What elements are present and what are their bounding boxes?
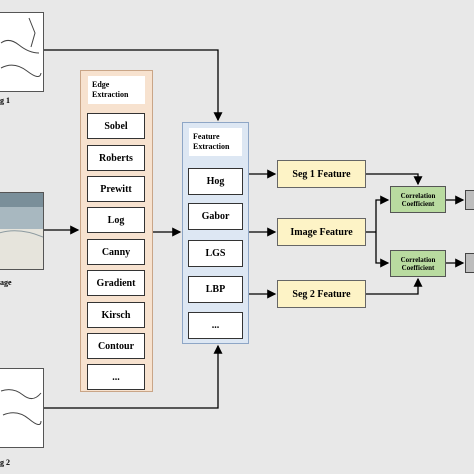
seg1-feature-box: Seg 1 Feature xyxy=(277,160,366,188)
edge-extraction-title-1: Edge xyxy=(92,80,110,89)
edge-method-roberts: Roberts xyxy=(87,145,145,171)
edge-extraction-title-2: Extraction xyxy=(92,90,129,99)
edge-method-sobel: Sobel xyxy=(87,113,145,139)
output-box-2 xyxy=(465,253,474,273)
photo-scene xyxy=(0,193,44,269)
seg2-feature-box: Seg 2 Feature xyxy=(277,280,366,308)
correlation-2-line-2: Coefficient xyxy=(401,263,435,272)
edge-method-kirsch: Kirsch xyxy=(87,302,145,328)
feature-method-lgs: LGS xyxy=(188,240,243,267)
segmentation-image-1 xyxy=(0,12,44,92)
correlation-1-line-2: Coefficient xyxy=(401,199,435,208)
edge-method-more: ... xyxy=(87,364,145,390)
image-label-2: g 2 xyxy=(0,458,10,467)
edge-method-contour: Contour xyxy=(87,333,145,359)
feature-extraction-header: Feature Extraction xyxy=(189,128,242,156)
edge-method-gradient: Gradient xyxy=(87,270,145,296)
feature-extraction-title-2: Extraction xyxy=(193,142,230,151)
edge-sketch-2 xyxy=(0,389,42,425)
feature-extraction-title-1: Feature xyxy=(193,132,220,141)
segmentation-image-2 xyxy=(0,368,44,448)
correlation-1-line-1: Correlation xyxy=(400,191,436,200)
feature-extraction-panel xyxy=(182,122,249,344)
feature-method-lbp: LBP xyxy=(188,276,243,303)
edge-extraction-header: Edge Extraction xyxy=(88,76,145,104)
input-photo xyxy=(0,192,44,270)
image-label-1: g 1 xyxy=(0,96,10,105)
image-label-middle: age xyxy=(0,278,12,287)
feature-method-gabor: Gabor xyxy=(188,203,243,230)
edge-method-prewitt: Prewitt xyxy=(87,176,145,202)
output-box-1 xyxy=(465,190,474,210)
edge-sketch-1 xyxy=(0,17,42,77)
feature-method-hog: Hog xyxy=(188,168,243,195)
image-feature-box: Image Feature xyxy=(277,218,366,246)
correlation-2-line-1: Correlation xyxy=(400,255,436,264)
edge-method-log: Log xyxy=(87,207,145,233)
feature-method-more: ... xyxy=(188,312,243,339)
edge-method-canny: Canny xyxy=(87,239,145,265)
